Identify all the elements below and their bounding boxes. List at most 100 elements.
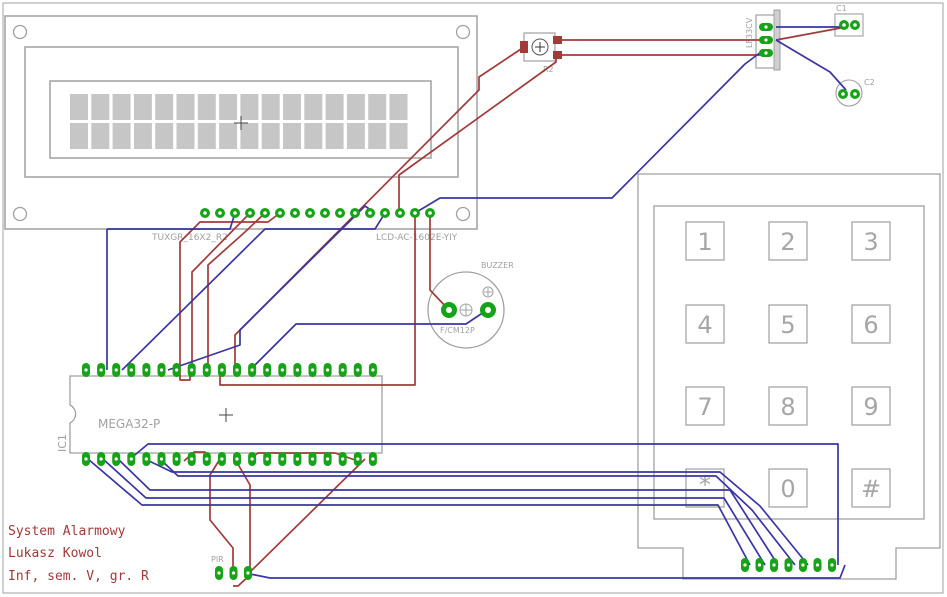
mcu-pin-pad-hole [190,457,194,461]
mcu-pin-pad-hole [250,457,254,461]
c2-pad-hole [841,92,845,96]
keypad-key-label: 1 [697,228,712,256]
mcu-pin-pad-hole [341,457,345,461]
mcu-name-label: IC1 [56,434,69,452]
buzzer-plus-mark [482,286,494,298]
lcd-header-pad-hole [323,211,327,215]
keypad-outline [637,173,941,580]
mcu-pin-pad-hole [84,457,88,461]
mcu-pin-pad-hole [310,368,315,372]
lcd-character-cell [133,94,152,120]
keypad-key-label: 8 [780,393,795,421]
trace-bottom [414,51,762,214]
trace-bottom [102,458,766,566]
trace-top [207,212,266,370]
trace-bottom [249,309,488,371]
keypad-key-outline [851,386,891,426]
lcd-character-cell [91,94,110,120]
lcd-header-pad-hole [383,211,387,215]
lcd-character-cell [389,94,408,120]
keypad-key-label: 2 [780,228,795,256]
mcu-pin-pad-hole [129,457,133,461]
pot-pad [553,51,562,59]
mcu-pin-pad-hole [175,368,179,372]
trace-top [179,212,281,381]
lcd-character-cell [368,94,387,120]
buzzer-outline [427,271,505,349]
pot-knob [531,38,549,56]
mcu-package: MEGA32-P IC1 [56,375,383,454]
lcd-header-pad-hole [338,211,342,215]
component-pads [82,20,860,580]
mcu-pin-pad-hole [310,457,315,461]
mcu-pin-pad-hole [84,368,88,372]
lcd-mount-hole [455,24,471,40]
keypad-key-outline [851,468,891,508]
title-line-2: Lukasz Kowol [8,546,102,561]
trace-bottom [129,443,839,565]
buzzer-plus-sign [484,288,492,296]
mcu-origin-cross [219,408,233,422]
lcd-mount-hole [12,24,28,40]
trace-top [191,212,251,370]
mcu-pin-pad-hole [371,457,375,461]
c2-outline [835,79,863,107]
keypad-key-label: 5 [780,311,795,339]
pir-connector-pad-hole [217,571,221,575]
lcd-character-cell [346,123,365,149]
lcd-character-cell [304,123,323,149]
title-line-3: Inf, sem. V, gr. R [8,569,149,584]
mcu-pin-pad-hole [295,457,299,461]
pot-pad [520,41,528,53]
keypad-key-label: 9 [863,393,878,421]
lcd-character-cell [283,94,301,120]
mcu-pin-pad-hole [159,457,164,461]
trace-top [209,458,234,570]
c1-pad-hole [853,23,857,27]
lcd-header-pad-hole [263,211,267,215]
lcd-character-cell [219,94,238,120]
mcu-pin-pad-hole [159,368,164,372]
lcd-header-pad-hole [218,211,222,215]
trace-bottom [117,458,779,566]
mcu-pin-pad-hole [220,457,224,461]
mcu-pin-pad-hole [235,368,239,372]
keypad-key-outline [851,221,891,261]
keypad-connector-pad-hole [772,563,776,567]
mcu-pin-pad-hole [250,368,254,372]
pir-connector-pad-hole [246,571,250,575]
keypad-connector-pad-hole [786,563,791,567]
lcd-character-cell [197,123,216,149]
top-layer-traces [179,26,847,587]
trace-bottom [159,458,796,566]
keypad-key-label: * [699,471,711,499]
lcd-name-label: TUXGR_16X2_R2 [151,233,228,243]
lcd-character-cell [261,94,280,120]
regulator-pin-pad-hole [764,25,768,29]
buzzer-center-mark [460,304,472,316]
c1-outline [834,13,864,37]
keypad-key-outline [768,386,808,426]
lcd-character-cell [325,123,344,149]
bottom-layer-traces [87,26,847,579]
pot-name-label: R2 [543,65,554,74]
lcd-character-cell [155,94,174,120]
mcu-pin-pad-hole [356,457,360,461]
lcd-module: TUXGR_16X2_R2 LCD-AC-1602E-YIY [4,15,478,243]
lcd-header-pad-hole [368,211,372,215]
keypad-face [653,205,925,520]
potentiometer-r2: R2 [523,32,556,74]
buzzer-name-label: BUZZER [481,261,514,270]
keypad-connector-pad-hole [801,563,805,567]
mcu-pin-pad-hole [265,368,269,372]
c2-name-label: C2 [864,78,875,87]
keypad-key-label: 4 [697,311,712,339]
keypad-key-outline [768,221,808,261]
keypad-key-outline [768,468,808,508]
buzzer-value-label: F/CM12P [440,326,475,335]
lcd-mount-hole [12,206,28,222]
keypad-key-outline [685,221,725,261]
mcu-pin-pad-hole [341,368,345,372]
